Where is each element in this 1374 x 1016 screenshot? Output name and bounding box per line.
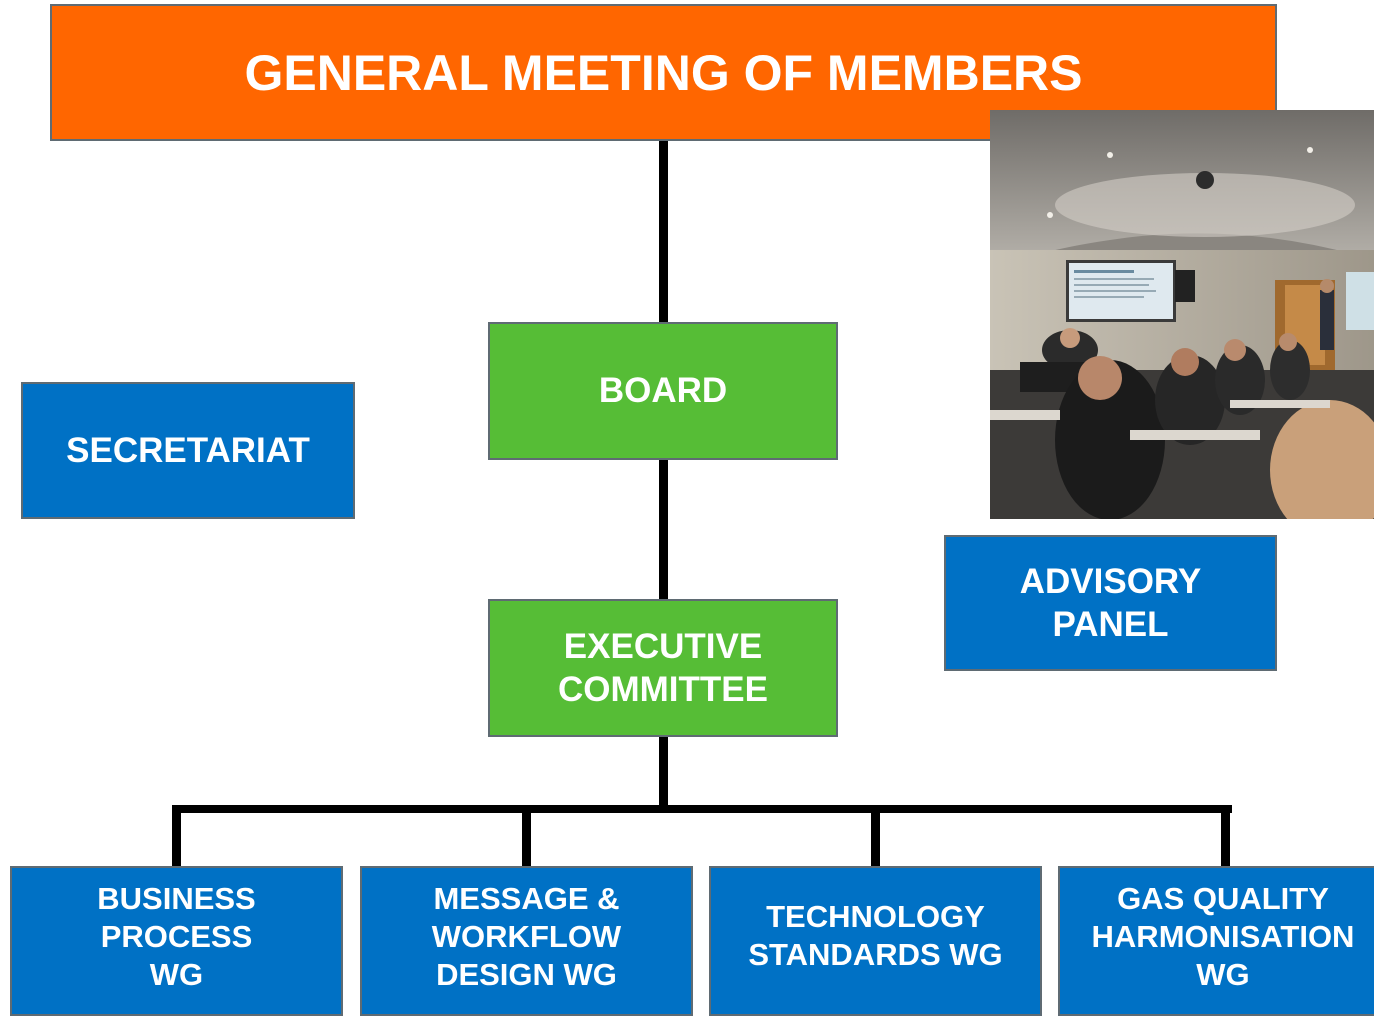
connector-to-wg2	[522, 805, 531, 866]
general-meeting-box: GENERAL MEETING OF MEMBERS	[50, 4, 1277, 141]
advisory-panel-label: ADVISORY PANEL	[1019, 562, 1202, 644]
wg-message-workflow-box: MESSAGE & WORKFLOW DESIGN WG	[360, 866, 693, 1016]
board-label: BOARD	[598, 371, 728, 410]
connector-horizontal-bus	[172, 805, 1232, 813]
connector-exec-down	[659, 737, 668, 809]
connector-board-to-exec	[659, 460, 668, 599]
secretariat-box: SECRETARIAT	[21, 382, 355, 519]
connector-to-wg4	[1221, 805, 1230, 866]
wg-business-process-box: BUSINESS PROCESS WG	[10, 866, 343, 1016]
wg-technology-standards-box: TECHNOLOGY STANDARDS WG	[709, 866, 1042, 1016]
connector-gm-to-board	[659, 141, 668, 322]
meeting-room-illustration	[990, 110, 1374, 519]
wg-message-workflow-label: MESSAGE & WORKFLOW DESIGN WG	[431, 881, 622, 992]
wg-business-process-label: BUSINESS PROCESS WG	[97, 881, 256, 992]
wg-technology-standards-label: TECHNOLOGY STANDARDS WG	[748, 899, 1003, 972]
executive-committee-label: EXECUTIVE COMMITTEE	[558, 627, 768, 709]
wg-gas-quality-label: GAS QUALITY HARMONISATION WG	[1091, 881, 1355, 992]
advisory-panel-box: ADVISORY PANEL	[944, 535, 1277, 671]
wg-gas-quality-box: GAS QUALITY HARMONISATION WG	[1058, 866, 1374, 1016]
connector-to-wg3	[871, 805, 880, 866]
board-box: BOARD	[488, 322, 838, 460]
general-meeting-label: GENERAL MEETING OF MEMBERS	[244, 44, 1083, 101]
executive-committee-box: EXECUTIVE COMMITTEE	[488, 599, 838, 737]
connector-to-wg1	[172, 805, 181, 866]
meeting-room-photo	[990, 110, 1374, 519]
secretariat-label: SECRETARIAT	[66, 430, 310, 470]
